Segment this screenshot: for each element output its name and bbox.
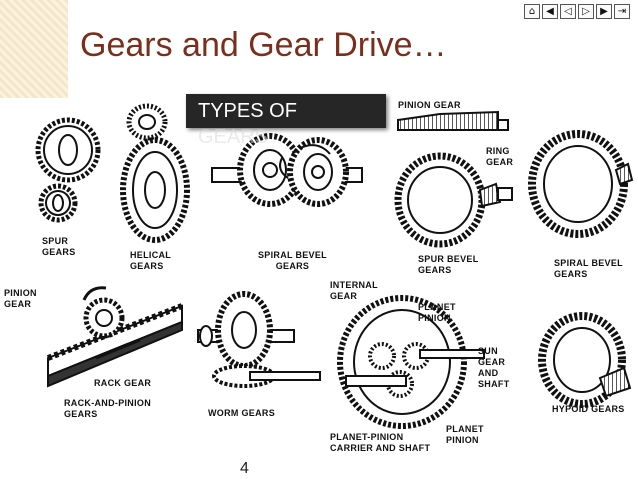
- page-number: 4: [240, 460, 249, 477]
- next-slide-icon[interactable]: ▷: [578, 4, 594, 19]
- label-rack-and-pinion-gears: RACK-AND-PINION GEARS: [64, 398, 151, 419]
- label-spiral-bevel-gears-2: SPIRAL BEVEL GEARS: [554, 258, 623, 279]
- home-icon[interactable]: ⌂: [524, 4, 540, 19]
- label-planet-pinion-top: PLANET PINION: [418, 302, 456, 323]
- label-ring-gear: RING GEAR: [486, 146, 514, 167]
- label-worm-gears: WORM GEARS: [208, 408, 275, 418]
- label-spur-gears: SPUR GEARS: [42, 236, 76, 257]
- slide-title: Gears and Gear Drive…: [80, 26, 447, 64]
- label-internal-gear: INTERNAL GEAR: [330, 280, 378, 301]
- label-spur-bevel-gears: SPUR BEVEL GEARS: [418, 254, 479, 275]
- callout-title: TYPES OF: [198, 100, 297, 122]
- label-pinion-gear-left: PINION GEAR: [4, 288, 37, 309]
- end-show-icon[interactable]: ⇥: [614, 4, 630, 19]
- spiral-bevel-gears-drawing: [211, 133, 363, 207]
- label-helical-gears: HELICAL GEARS: [130, 250, 172, 271]
- label-hypoid-gears: HYPOID GEARS: [552, 404, 625, 414]
- label-pinion-gear-top: PINION GEAR: [398, 100, 461, 110]
- prev-slide-icon[interactable]: ◁: [560, 4, 576, 19]
- first-slide-icon[interactable]: ◀: [542, 4, 558, 19]
- label-spiral-bevel-gears: SPIRAL BEVEL GEARS: [258, 250, 327, 271]
- worm-gears-drawing: [197, 291, 321, 388]
- callout-title-overflow: GEARS: [198, 126, 269, 148]
- hypoid-gears-drawing: [538, 312, 632, 408]
- callout-box: [186, 94, 386, 128]
- label-planet-pinion-bottom: PLANET PINION: [446, 424, 484, 445]
- slide-navigation: ⌂ ◀ ◁ ▷ ▶ ⇥: [524, 4, 630, 19]
- last-slide-icon[interactable]: ▶: [596, 4, 612, 19]
- label-rack-gear: RACK GEAR: [94, 378, 152, 388]
- spur-gears-drawing: [35, 117, 101, 223]
- decorative-stripe: [0, 0, 68, 98]
- helical-gears-drawing: [120, 103, 190, 243]
- rack-and-pinion-drawing: [46, 286, 184, 388]
- planetary-gears-drawing: [337, 295, 485, 429]
- label-sun-gear-and-shaft: SUN GEAR AND SHAFT: [478, 346, 510, 389]
- spiral-bevel-gears-2-drawing: [528, 130, 634, 238]
- label-planet-pinion-carrier: PLANET-PINION CARRIER AND SHAFT: [330, 432, 431, 453]
- spur-bevel-gears-drawing: [394, 110, 513, 248]
